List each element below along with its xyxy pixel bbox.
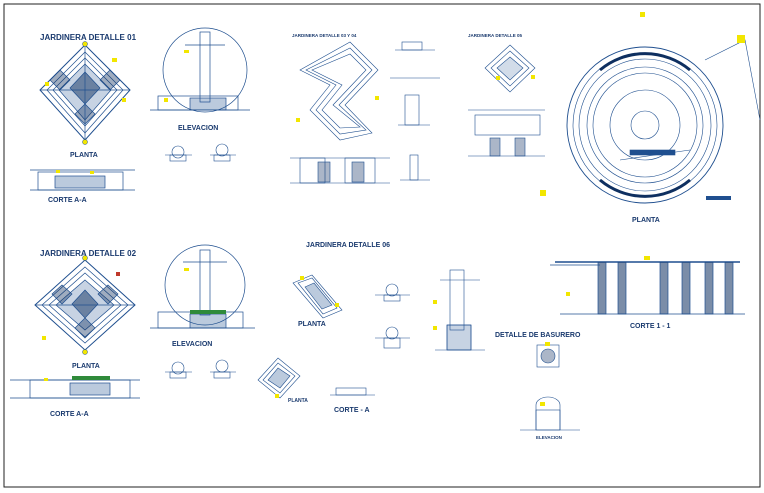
detail-06-marker bbox=[300, 276, 304, 280]
detail-03-group: JARDINERA DETALLE 03 Y 04 bbox=[290, 33, 440, 184]
detail-06-marker bbox=[433, 326, 437, 330]
basurero-marker bbox=[540, 402, 545, 406]
plaza-plan-label: PLANTA bbox=[632, 217, 660, 224]
detail-02-section-marker bbox=[44, 378, 48, 381]
basurero-group: DETALLE DE BASURERO ELEVACION bbox=[495, 332, 581, 440]
detail-05-marker bbox=[531, 75, 535, 79]
detail-06-marker bbox=[335, 303, 339, 307]
detail-02-plan-label: PLANTA bbox=[72, 363, 100, 370]
detail-02-small-details bbox=[165, 359, 236, 379]
detail-01-elevation-label: ELEVACION bbox=[178, 125, 218, 132]
detail-06-marker bbox=[433, 300, 437, 304]
detail-02-marker bbox=[116, 272, 120, 276]
detail-02-plan-drawing bbox=[34, 259, 136, 351]
detail-06-small-plan-label: PLANTA bbox=[288, 398, 308, 404]
detail-02-elevation-band bbox=[190, 310, 226, 314]
detail-06-marker bbox=[275, 394, 279, 398]
corte-11-marker bbox=[566, 292, 570, 296]
detail-06-group: JARDINERA DETALLE 06 PLANTA bbox=[257, 242, 485, 414]
detail-01-section-marker bbox=[90, 171, 94, 174]
detail-01-marker bbox=[82, 139, 88, 145]
detail-03-title: JARDINERA DETALLE 03 Y 04 bbox=[292, 33, 357, 38]
detail-03-marker bbox=[296, 118, 300, 122]
detail-05-section-drawing bbox=[468, 109, 545, 157]
detail-05-group: JARDINERA DETALLE 05 bbox=[468, 33, 545, 157]
corte-11-marker bbox=[644, 256, 650, 260]
detail-06-title: JARDINERA DETALLE 06 bbox=[306, 242, 390, 249]
detail-06-small-plan-drawing bbox=[257, 357, 301, 399]
detail-01-plan-drawing bbox=[39, 44, 131, 141]
plaza-marker bbox=[640, 12, 645, 17]
plaza-marker bbox=[706, 196, 731, 200]
detail-02-section-band bbox=[72, 376, 110, 380]
detail-01-small-details bbox=[165, 143, 236, 162]
corte-11-drawing bbox=[550, 261, 745, 315]
basurero-elevation-label: ELEVACION bbox=[536, 435, 562, 440]
corte-11-group: CORTE 1 - 1 bbox=[550, 256, 745, 330]
detail-02-section-drawing bbox=[10, 379, 140, 399]
plaza-marker bbox=[540, 190, 546, 196]
detail-05-marker bbox=[496, 76, 500, 80]
detail-01-marker bbox=[45, 82, 49, 86]
detail-02-section-label: CORTE A-A bbox=[50, 411, 89, 418]
detail-06-plan-drawing bbox=[292, 274, 343, 319]
round-plaza-group: PLANTA bbox=[540, 12, 761, 224]
detail-06-plan-label: PLANTA bbox=[298, 321, 326, 328]
detail-02-marker bbox=[82, 255, 88, 261]
detail-01-plan-label: PLANTA bbox=[70, 152, 98, 159]
detail-01-marker bbox=[112, 58, 117, 62]
detail-02-marker bbox=[42, 336, 46, 340]
detail-01-title: JARDINERA DETALLE 01 bbox=[40, 33, 137, 42]
detail-01-elevation-marker bbox=[164, 98, 168, 102]
detail-03-plan-drawing bbox=[299, 41, 379, 141]
detail-03-aux-drawing bbox=[390, 41, 440, 181]
detail-01-marker bbox=[82, 41, 88, 47]
plaza-marker bbox=[737, 35, 745, 43]
detail-06-section-a-drawing bbox=[330, 387, 375, 396]
detail-02-marker bbox=[82, 349, 88, 355]
sheet-border bbox=[3, 3, 761, 488]
detail-01-group: JARDINERA DETALLE 01 PLANTA C bbox=[30, 27, 250, 204]
basurero-marker bbox=[545, 342, 550, 346]
detail-01-section-marker bbox=[56, 170, 60, 173]
detail-01-elevation-drawing bbox=[150, 27, 250, 113]
detail-01-section-drawing bbox=[30, 169, 135, 191]
detail-02-elevation-drawing bbox=[150, 244, 255, 329]
detail-03-section-drawing bbox=[290, 157, 390, 184]
detail-02-title: JARDINERA DETALLE 02 bbox=[40, 249, 137, 258]
detail-06-section-a-label: CORTE - A bbox=[334, 407, 370, 414]
detail-01-section-label: CORTE A-A bbox=[48, 197, 87, 204]
detail-02-elevation-marker bbox=[184, 268, 189, 271]
detail-05-plan-drawing bbox=[484, 44, 536, 93]
detail-01-marker bbox=[122, 98, 126, 102]
detail-05-title: JARDINERA DETALLE 05 bbox=[468, 33, 523, 38]
basurero-title: DETALLE DE BASURERO bbox=[495, 332, 581, 339]
detail-06-aux-drawing bbox=[375, 269, 485, 351]
detail-02-elevation-label: ELEVACION bbox=[172, 341, 212, 348]
round-plaza-drawing bbox=[566, 39, 761, 204]
detail-02-group: JARDINERA DETALLE 02 PLANTA CORTE A-A bbox=[10, 244, 255, 418]
detail-01-elevation-marker bbox=[184, 50, 189, 53]
detail-03-marker bbox=[375, 96, 379, 100]
basurero-drawing bbox=[520, 344, 580, 431]
corte-11-label: CORTE 1 - 1 bbox=[630, 323, 671, 330]
